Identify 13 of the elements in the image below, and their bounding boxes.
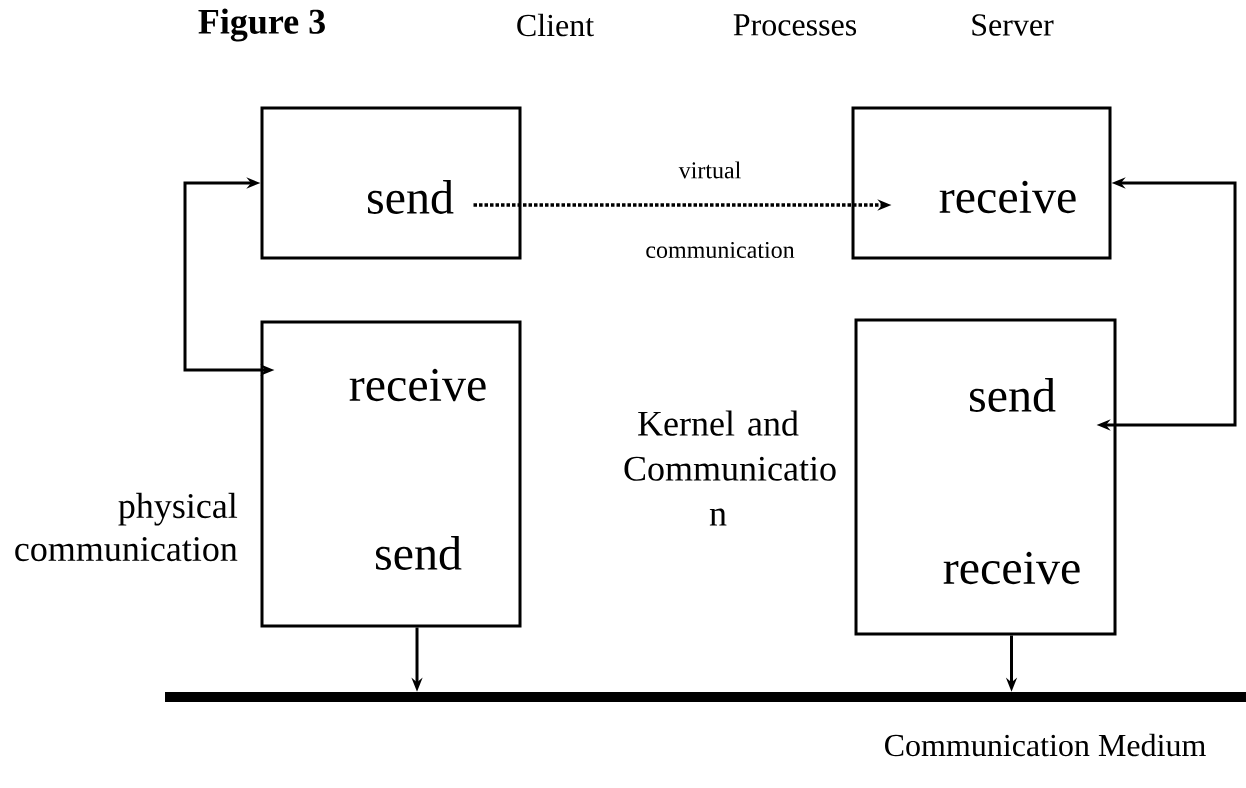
layer-label: Kernel and Communicatio n bbox=[624, 410, 836, 526]
process-box: send receive bbox=[854, 318, 1117, 636]
column-heading: Client bbox=[517, 13, 594, 37]
process-box: receive bbox=[851, 106, 1112, 260]
column-heading: Processes bbox=[733, 14, 857, 36]
column-heading: Server bbox=[972, 14, 1054, 36]
medium-bar bbox=[165, 692, 1246, 702]
figure-title: Figure 3 bbox=[198, 8, 325, 42]
annotation: virtual bbox=[678, 161, 741, 179]
process-box: send bbox=[260, 106, 522, 260]
process-box: receive send bbox=[260, 320, 522, 628]
bar-caption: Communication Medium bbox=[885, 733, 1206, 757]
annotation: communication bbox=[646, 241, 795, 259]
